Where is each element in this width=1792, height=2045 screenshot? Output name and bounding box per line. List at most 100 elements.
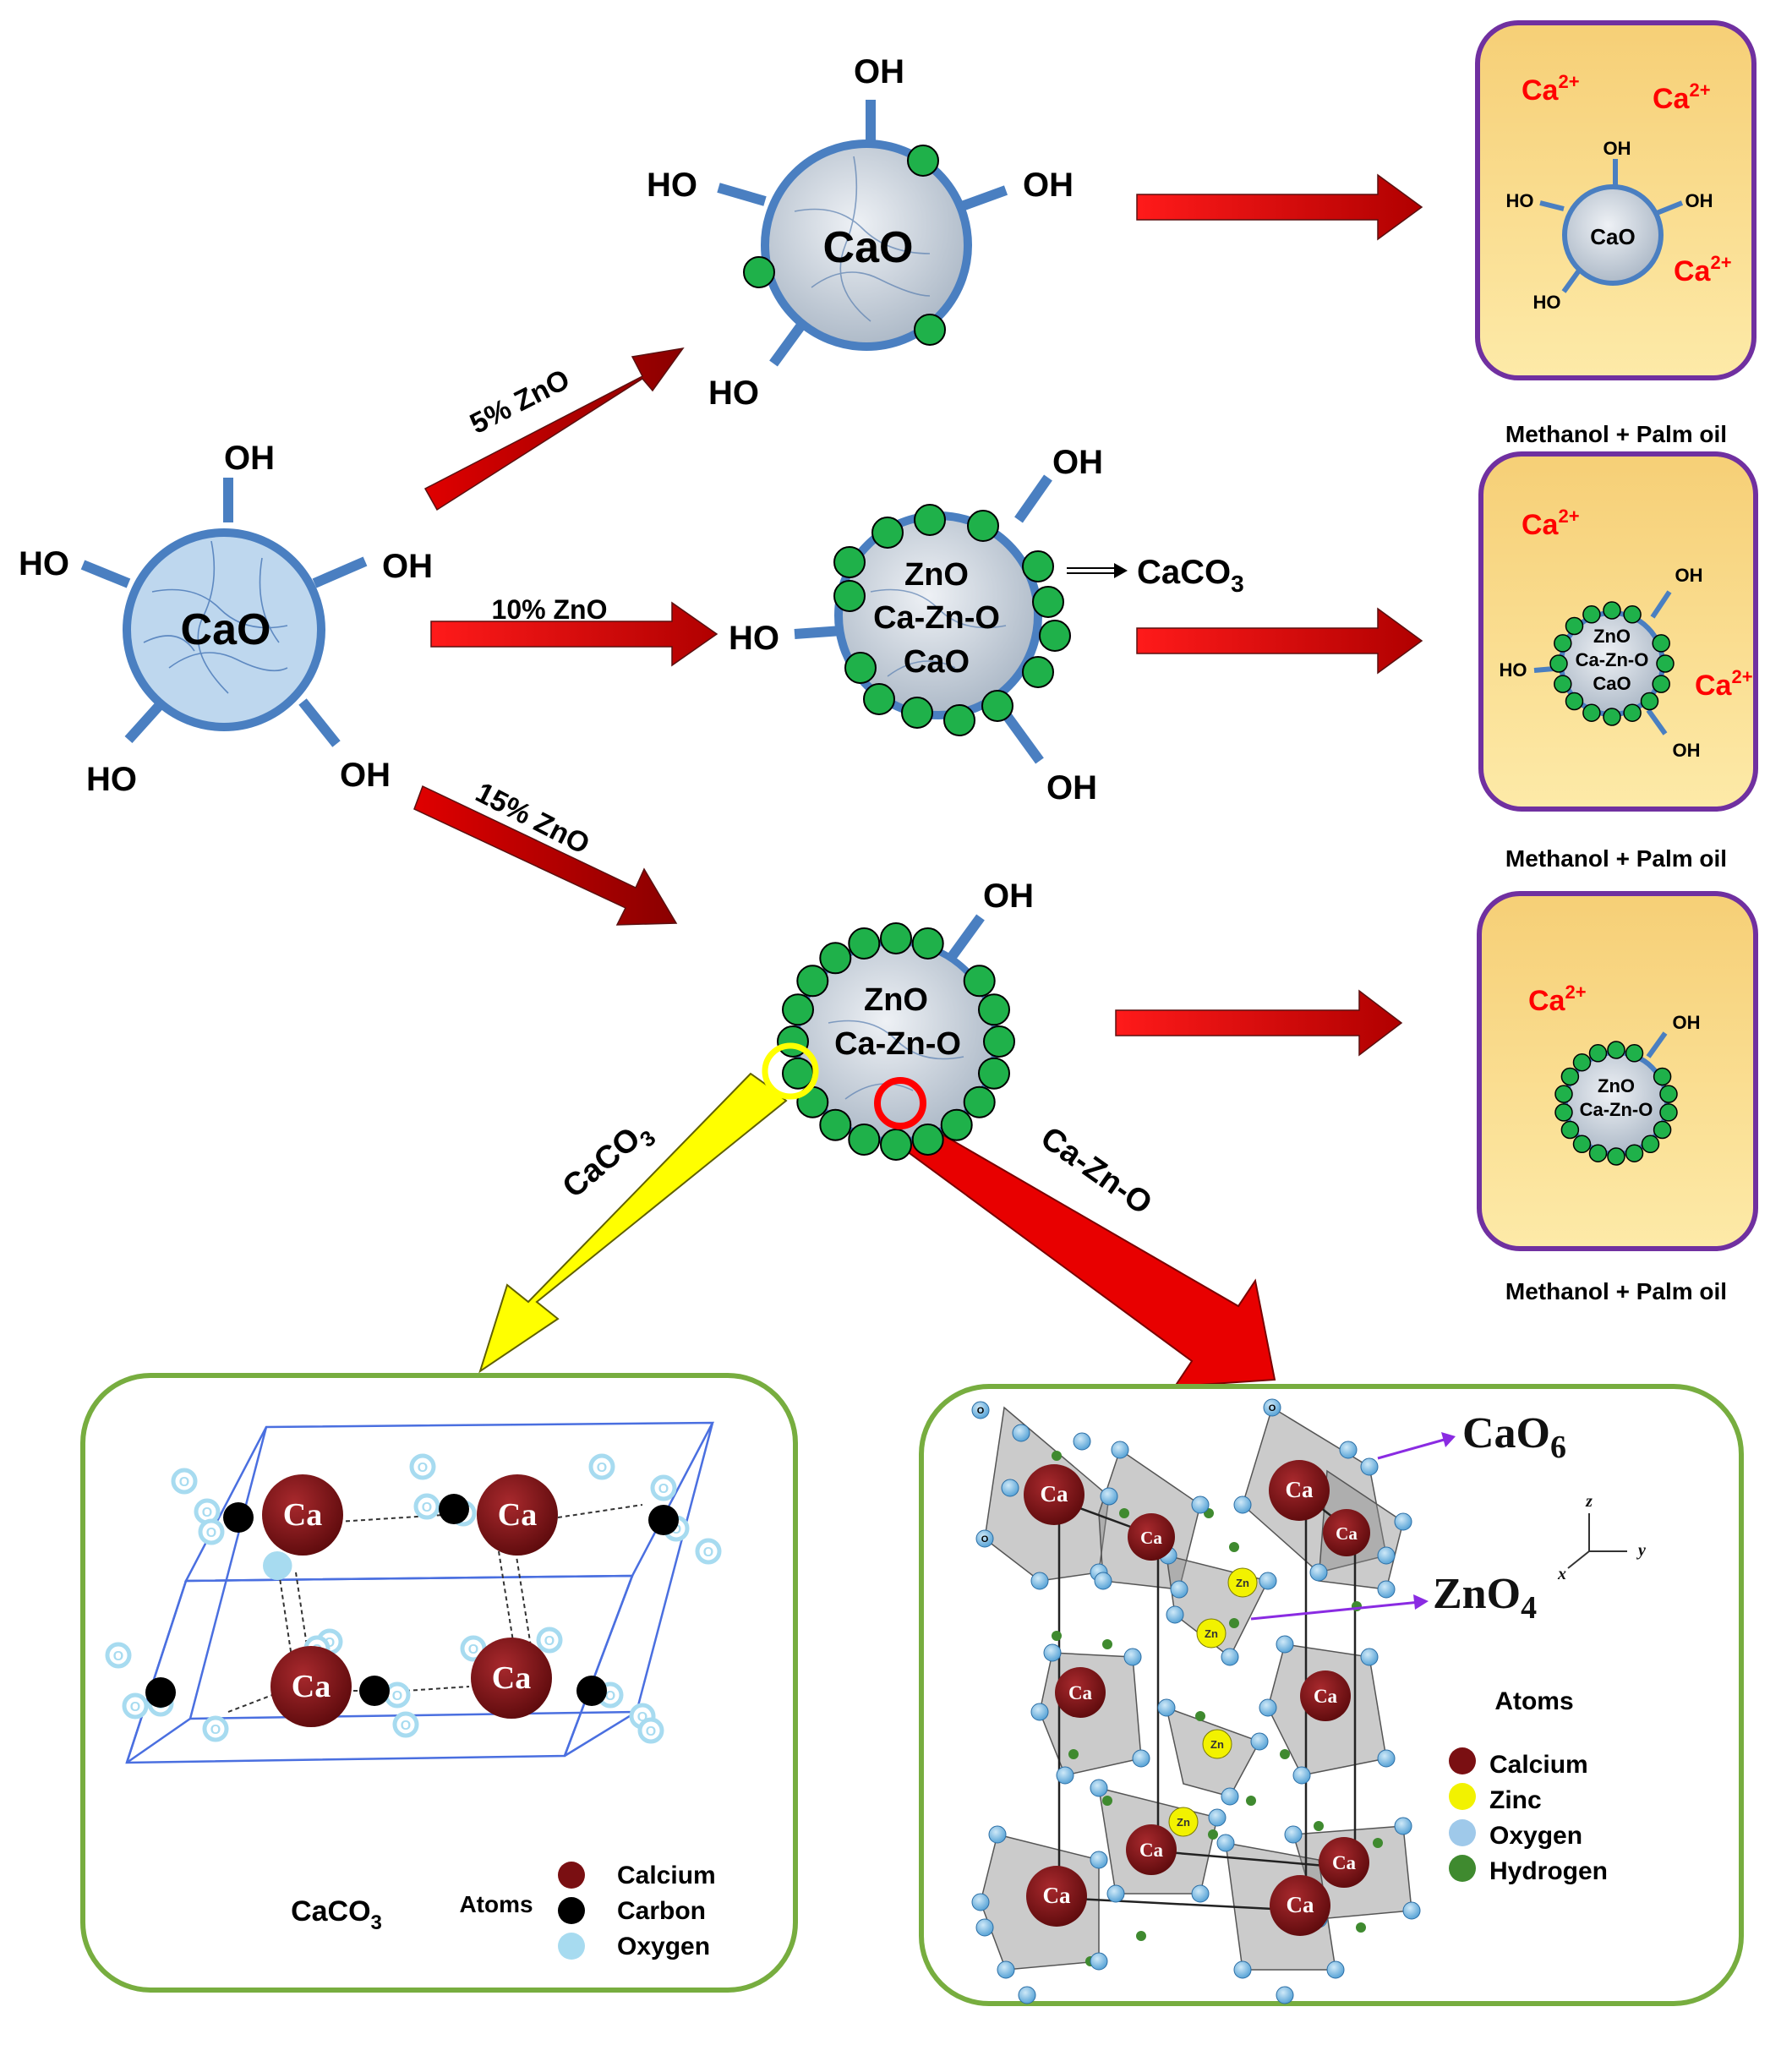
oxygen-atom [971, 1401, 990, 1419]
start-particle: CaO OH HO OH HO OH [19, 440, 433, 798]
calcium-atom-label: Ca [1041, 1481, 1068, 1506]
zno-dot [1653, 1067, 1672, 1086]
p10-caco3-pointer: CaCO3 [1137, 554, 1244, 597]
zno-dot [1588, 1144, 1608, 1162]
calcium-atom [1026, 1866, 1087, 1927]
zno-dot [911, 1124, 944, 1156]
zno-dot [848, 927, 881, 960]
p10-line-2: Ca-Zn-O [873, 600, 1000, 636]
calcium-atom [1269, 1460, 1330, 1521]
zno-dot [1640, 692, 1659, 711]
oxygen-atom [1221, 1787, 1239, 1806]
zno-dot [978, 1057, 1010, 1090]
arrow-10-zno-label: 10% ZnO [492, 594, 608, 625]
hydrogen-atom [1136, 1931, 1146, 1941]
caco3-structure-panel: OOOOOOOOOOOOOOOOOOOOOOOOCaCaCaCa CaCO3 A… [80, 1373, 798, 1993]
oxygen-atom-label: O [646, 1725, 656, 1739]
particle-10-zno: ZnO Ca-Zn-O CaO OH HO OH CaCO3 [729, 444, 1244, 807]
zno-dot [819, 942, 852, 975]
arrow-5-zno: 5% ZnO [423, 347, 685, 511]
calcium-atom-label: Ca [1139, 1840, 1164, 1861]
oxygen-atom [695, 1538, 722, 1565]
oxygen-atom [1191, 1884, 1210, 1903]
arrow-to-solution-3 [1115, 989, 1403, 1057]
carbon-atom [145, 1677, 176, 1708]
zinc-atom-label: Zn [1236, 1577, 1249, 1589]
zno-dot [1582, 605, 1601, 624]
hydrogen-atom [1373, 1838, 1383, 1848]
oxygen-atom [198, 1518, 225, 1545]
calcium-atom-label: Ca [283, 1497, 322, 1533]
calcium-atom [1323, 1509, 1370, 1556]
oxygen-atom [971, 1893, 990, 1911]
oxygen-atom [1259, 1572, 1277, 1590]
p5-oh-top: OH [854, 53, 904, 90]
oxygen-atom [1216, 1834, 1235, 1852]
zno-dot [1653, 1120, 1672, 1140]
sol1-oh-right: OH [1685, 190, 1713, 211]
oxygen-atom [637, 1717, 664, 1744]
oxygen-atom-label: O [130, 1700, 140, 1714]
particle-5-zno: CaO OH HO OH HO [647, 53, 1074, 412]
arrow-15-zno: 15% ZnO [413, 776, 678, 926]
oxygen-atom-label: O [418, 1461, 428, 1475]
calcium-atom-label: Ca [1336, 1523, 1358, 1544]
sol2-oh-bottom: OH [1673, 740, 1701, 761]
cazno-legend-zinc-swatch [1449, 1783, 1476, 1810]
start-oh-bottom: OH [340, 757, 391, 794]
zno-dot [1623, 605, 1642, 624]
solution-panel-1: Ca2+ Ca2+ Ca2+ CaO OH HO OH HO Methanol … [1475, 20, 1756, 447]
cao6-label: CaO6 [1462, 1409, 1566, 1465]
sol3-line-2: Ca-Zn-O [1580, 1099, 1653, 1120]
oxygen-atom [202, 1715, 229, 1742]
p10-oh-bottom: OH [1046, 769, 1097, 807]
oxygen-atom [263, 1551, 292, 1580]
sol3-line-1: ZnO [1598, 1075, 1635, 1096]
oxygen-atom-label: O [392, 1689, 402, 1703]
oxygen-atom [1326, 1960, 1345, 1979]
oxygen-atom [588, 1453, 615, 1480]
oxygen-atom [1157, 1698, 1176, 1717]
sol1-core: CaO [1590, 224, 1635, 249]
zno-dot [1659, 1085, 1678, 1103]
hydrogen-atom [1102, 1796, 1112, 1806]
oxygen-atom [1166, 1605, 1184, 1624]
hydrogen-atom [1119, 1508, 1129, 1518]
zno-dot [1656, 654, 1675, 673]
oxygen-atom-label: O [468, 1643, 478, 1657]
zno-dot [1554, 1085, 1573, 1103]
zno-dot [1549, 654, 1568, 673]
calcium-atom [1126, 1824, 1177, 1875]
cazno-legend-hydrogen-swatch [1449, 1855, 1476, 1882]
oxygen-atom [1100, 1487, 1118, 1506]
arrow-cazno: Ca-Zn-O [886, 1110, 1276, 1388]
sol1-ion-1: Ca2+ [1522, 71, 1580, 107]
zno-dot [1554, 675, 1572, 693]
oxygen-atom [1170, 1580, 1188, 1599]
zno-dot [880, 922, 912, 954]
oxygen-atom-label: O [597, 1461, 607, 1475]
zno-dot [1603, 708, 1621, 726]
oxygen-atom [409, 1453, 436, 1480]
hydrogen-atom [1195, 1711, 1205, 1721]
sol3-oh-top: OH [1673, 1012, 1701, 1033]
oxygen-atom [1284, 1825, 1303, 1844]
sol2-ion-1: Ca2+ [1522, 506, 1580, 541]
sol2-line-1: ZnO [1593, 626, 1631, 647]
oxygen-atom-label: O [605, 1689, 615, 1703]
oxygen-atom-label: O [113, 1649, 123, 1664]
oxygen-atom-label: O [401, 1719, 411, 1733]
p10-oh-top: OH [1052, 444, 1103, 481]
oxygen-atom [1233, 1495, 1252, 1514]
cazno-legend-title: Atoms [1494, 1687, 1573, 1715]
zno-dot [978, 993, 1010, 1026]
zno-dot [848, 1124, 881, 1156]
sol2-oh-top: OH [1675, 565, 1703, 586]
oxygen-atom [1394, 1512, 1412, 1531]
calcium-atom [1270, 1875, 1330, 1936]
p15-line-2: Ca-Zn-O [834, 1026, 961, 1062]
sol1-ho-left: HO [1506, 190, 1534, 211]
oxygen-atom [1001, 1479, 1019, 1497]
